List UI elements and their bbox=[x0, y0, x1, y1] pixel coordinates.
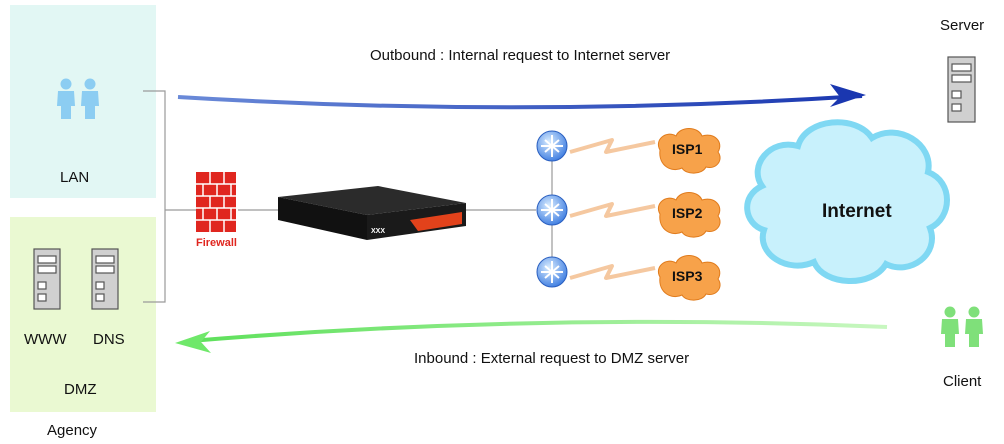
dns-server-icon bbox=[91, 248, 119, 310]
isp2-cloud-icon bbox=[658, 192, 721, 238]
appliance-icon: XXX bbox=[278, 186, 466, 240]
svg-text:XXX: XXX bbox=[371, 228, 385, 235]
remote-server-icon bbox=[947, 56, 976, 123]
client-label: Client bbox=[943, 373, 982, 390]
outbound-caption: Outbound : Internal request to Internet … bbox=[370, 47, 671, 64]
router-isp3-icon bbox=[536, 256, 568, 288]
firewall-icon bbox=[196, 172, 236, 232]
isp3-cloud-icon bbox=[658, 255, 721, 301]
isp1-label: ISP1 bbox=[672, 141, 703, 157]
inbound-caption: Inbound : External request to DMZ server bbox=[414, 350, 690, 367]
dmz-label: DMZ bbox=[64, 381, 97, 398]
lan-label: LAN bbox=[60, 169, 90, 186]
client-people-icon bbox=[941, 306, 983, 347]
isp1-cloud-icon bbox=[658, 128, 721, 174]
router-isp1-icon bbox=[536, 130, 568, 162]
www-server-icon bbox=[33, 248, 61, 310]
router-isp2-icon bbox=[536, 194, 568, 226]
inbound-arrow bbox=[175, 319, 888, 353]
lan-people-icon bbox=[57, 78, 99, 119]
internet-label: Internet bbox=[822, 201, 892, 222]
internet-cloud-icon bbox=[744, 119, 950, 284]
isp3-label: ISP3 bbox=[672, 268, 703, 284]
lightning-icon bbox=[569, 138, 656, 280]
www-label: WWW bbox=[24, 331, 67, 348]
outbound-arrow bbox=[177, 84, 866, 110]
server-label: Server bbox=[940, 17, 985, 34]
agency-label: Agency bbox=[47, 422, 98, 439]
firewall-label: Firewall bbox=[196, 237, 237, 249]
dns-label: DNS bbox=[93, 331, 125, 348]
isp2-label: ISP2 bbox=[672, 205, 703, 221]
